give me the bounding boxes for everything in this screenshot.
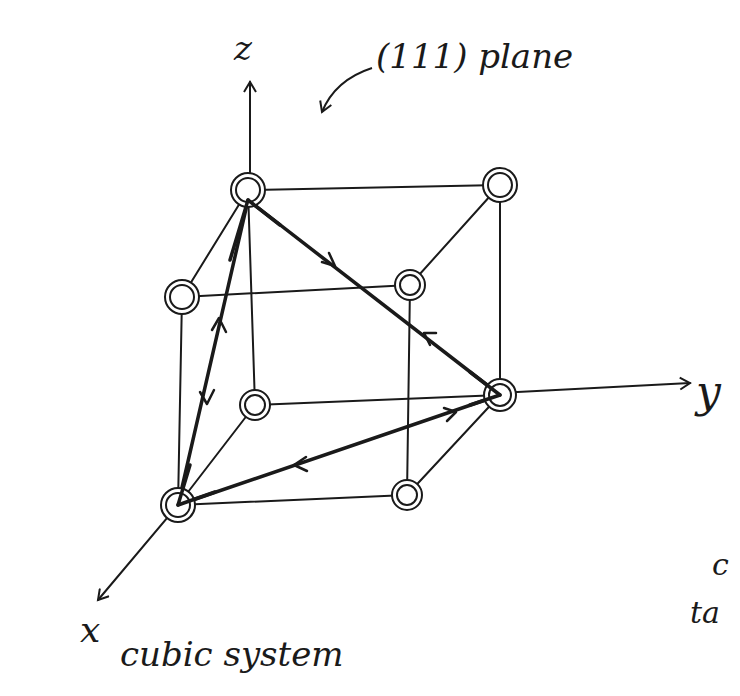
caption-label: cubic system xyxy=(120,636,344,673)
axis-label: x xyxy=(80,610,100,650)
axis-label: y xyxy=(696,368,721,416)
axis-label: z xyxy=(234,30,252,67)
cut-off-text: ta xyxy=(690,596,720,629)
plane-label: (111) plane xyxy=(376,38,573,75)
cut-off-text: c xyxy=(712,548,729,581)
